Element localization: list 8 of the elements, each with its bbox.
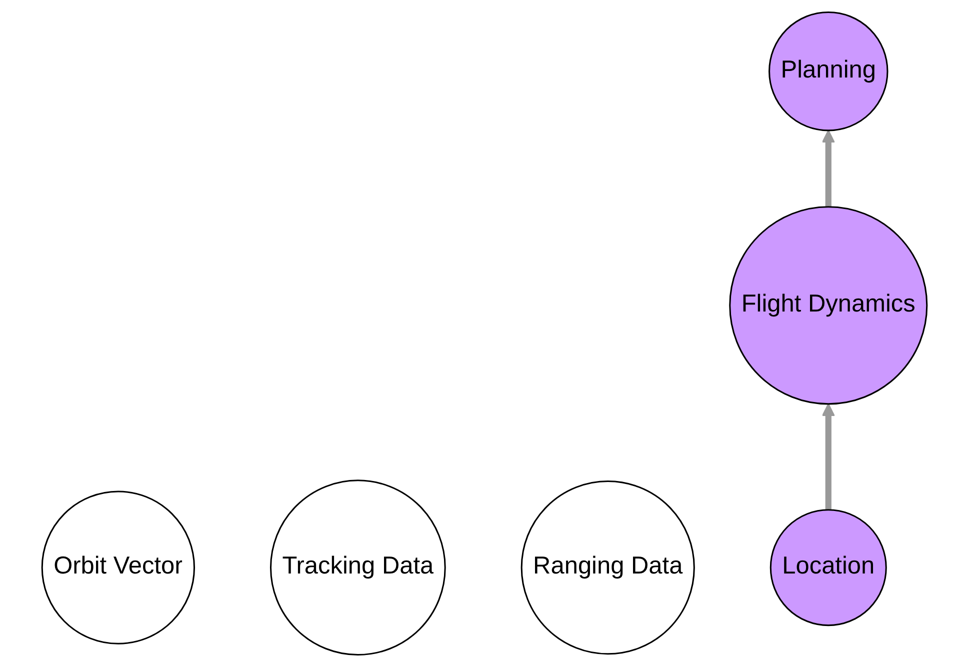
node-circle: Tracking Data [270,480,446,656]
node-circle: Ranging Data [520,480,695,655]
node-circle: Orbit Vector [41,490,196,644]
node-circle: Flight Dynamics [729,206,928,405]
node-circle: Planning [768,11,888,132]
node-circle: Location [770,509,887,626]
arrow [822,403,836,510]
arrow [822,130,836,207]
